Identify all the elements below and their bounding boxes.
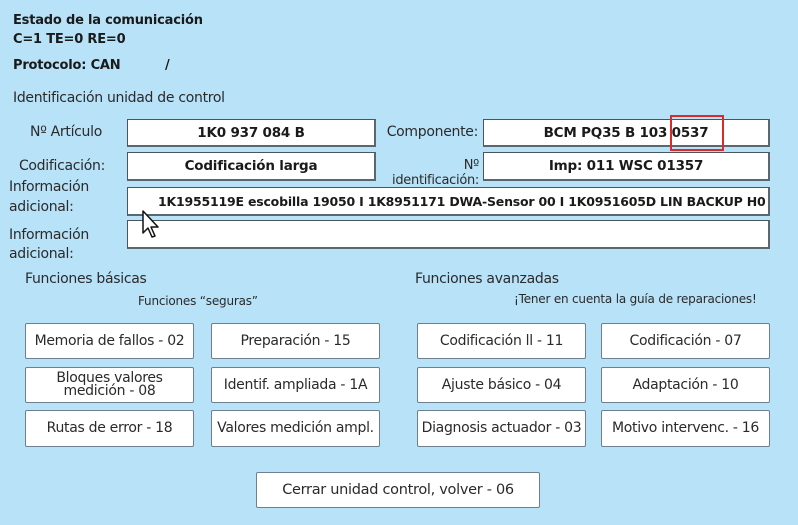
info1-field: 1K1955119E escobilla 19050 I 1K8951171 D…: [127, 187, 770, 216]
info1-label-line2: adicional:: [9, 199, 74, 215]
mouse-cursor-icon: [142, 210, 159, 238]
identification-title: Identificación unidad de control: [13, 90, 225, 106]
info2-label-line1: Información: [9, 227, 89, 243]
measurement-blocks-label-line2: medición - 08: [63, 383, 156, 399]
status-counters: C=1 TE=0 RE=0: [13, 32, 126, 47]
info2-field: [127, 220, 770, 249]
fault-memory-button[interactable]: Memoria de fallos - 02: [25, 323, 194, 359]
id-label: Nº identificación:: [392, 158, 479, 188]
status-title: Estado de la comunicación: [13, 13, 203, 28]
coding-field: Codificación larga: [127, 152, 376, 181]
basic-setting-button[interactable]: Ajuste básico - 04: [417, 367, 586, 403]
extended-identification-button[interactable]: Identif. ampliada - 1A: [211, 367, 380, 403]
close-control-unit-button[interactable]: Cerrar unidad control, volver - 06: [256, 472, 540, 508]
adaptation-button[interactable]: Adaptación - 10: [601, 367, 770, 403]
article-label: Nº Artículo: [30, 124, 102, 140]
article-field: 1K0 937 084 B: [127, 119, 376, 147]
error-paths-button[interactable]: Rutas de error - 18: [25, 410, 194, 447]
preparation-button[interactable]: Preparación - 15: [211, 323, 380, 359]
measurement-blocks-button[interactable]: Bloques valores medición - 08: [25, 367, 194, 403]
basic-subtitle: Funciones “seguras”: [138, 294, 258, 308]
id-field: Imp: 011 WSC 01357: [483, 152, 770, 181]
component-field: BCM PQ35 B 103 0537: [483, 119, 770, 147]
info2-label-line2: adicional:: [9, 246, 74, 262]
measurement-blocks-label-line1: Bloques valores: [56, 370, 163, 386]
coding-button[interactable]: Codificación - 07: [601, 323, 770, 359]
coding-label: Codificación:: [18, 158, 105, 174]
info1-label-line1: Información: [9, 179, 89, 195]
protocol-separator: /: [165, 58, 170, 73]
advanced-title: Funciones avanzadas: [415, 271, 559, 287]
service-reason-button[interactable]: Motivo intervenc. - 16: [601, 410, 770, 447]
protocol-label: Protocolo: CAN: [13, 58, 121, 73]
component-label: Componente:: [386, 124, 479, 140]
advanced-subtitle: ¡Tener en cuenta la guía de reparaciones…: [514, 292, 757, 306]
coding-ii-button[interactable]: Codificación ll - 11: [417, 323, 586, 359]
actuator-diagnosis-button[interactable]: Diagnosis actuador - 03: [417, 410, 586, 447]
extended-measurement-values-button[interactable]: Valores medición ampl.: [211, 410, 380, 447]
basic-title: Funciones básicas: [25, 271, 147, 287]
